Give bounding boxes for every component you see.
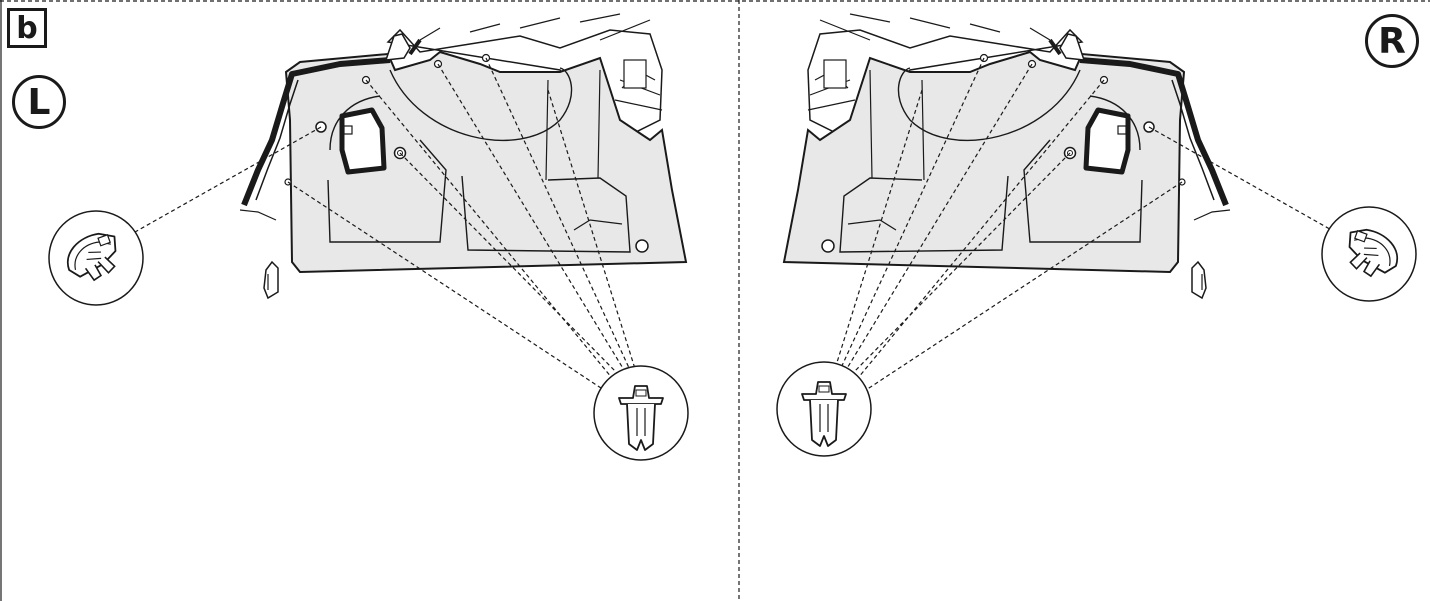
right-trunk-trim-panel [784, 14, 1230, 298]
right-leader-lines [833, 57, 1336, 391]
panel-clip-icon [1321, 206, 1417, 302]
left-trunk-trim-panel [240, 14, 686, 298]
left-side-label: L [12, 75, 66, 129]
panel-clip-icon [48, 210, 144, 306]
step-label: b [7, 8, 47, 48]
push-pin-retainer-icon [776, 361, 872, 457]
right-side-label: R [1365, 14, 1419, 68]
left-leader-lines [134, 57, 637, 391]
push-pin-retainer-icon [593, 365, 689, 461]
